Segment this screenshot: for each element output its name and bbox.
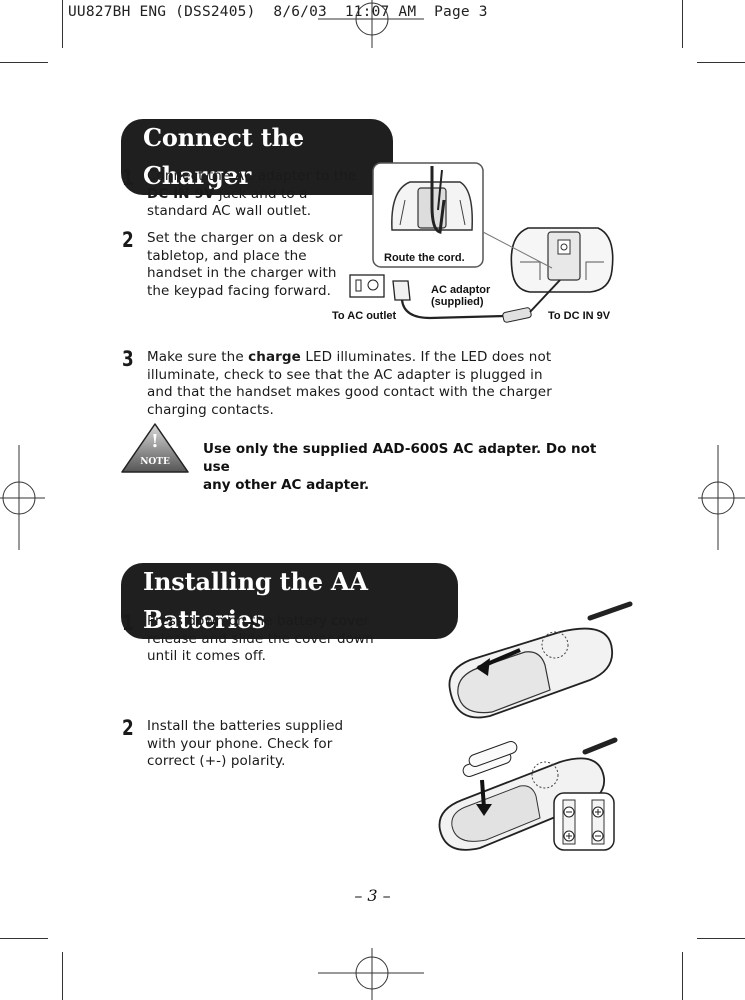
step-line: Install the batteries supplied <box>147 718 344 734</box>
step-line: charging contacts. <box>147 401 274 418</box>
crop-mark <box>697 938 745 939</box>
step-line: Connect the AC adapter to the <box>147 168 357 184</box>
step-line: the keypad facing forward. <box>147 282 332 299</box>
slug-line: UU827BH ENG (DSS2405) 8/6/03 11:07 AM Pa… <box>68 4 488 20</box>
step-line: DC IN 9V jack and to a <box>147 185 308 202</box>
registration-mark-left <box>0 445 45 550</box>
label-route-cord: Route the cord. <box>384 252 465 264</box>
note-exclamation: ! <box>151 431 159 452</box>
step-line: tabletop, and place the <box>147 247 307 264</box>
step-text: Press down on the battery cover release … <box>147 613 397 666</box>
step-line: correct (+-) polarity. <box>147 753 286 769</box>
step-number: 2 <box>122 228 134 252</box>
label-ac-adaptor: AC adaptor (supplied) <box>431 284 491 308</box>
step-line: illuminate, check to see that the AC ada… <box>147 366 543 383</box>
step-line: until it comes off. <box>147 648 266 664</box>
note-line: Use only the supplied AAD-600S AC adapte… <box>203 441 597 475</box>
step-text: Connect the AC adapter to the DC IN 9V j… <box>147 168 387 221</box>
page-number: – 3 – <box>354 886 391 905</box>
crop-mark <box>0 938 48 939</box>
step-text: Set the charger on a desk or tabletop, a… <box>147 230 367 300</box>
label-to-ac-outlet: To AC outlet <box>332 310 397 322</box>
note-label: NOTE <box>140 457 170 467</box>
section-title-charger: Connect the Charger <box>121 119 393 195</box>
bold-term: DC IN 9V <box>147 185 215 202</box>
crop-mark <box>682 0 683 48</box>
step-line: handset in the charger with <box>147 265 337 281</box>
step-line: and that the handset makes good contact … <box>147 384 552 400</box>
step-text: Make sure the charge LED illuminates. If… <box>147 349 607 419</box>
step-number: 1 <box>122 166 134 190</box>
step-line: standard AC wall outlet. <box>147 203 312 219</box>
registration-mark-top <box>318 0 424 48</box>
crop-mark <box>697 62 745 63</box>
bold-term: charge <box>248 349 301 365</box>
note-line: any other AC adapter. <box>203 477 370 493</box>
step-line: Press down on the battery cover <box>147 613 370 629</box>
label-to-dc-in: To DC IN 9V <box>548 310 611 322</box>
crop-mark <box>62 0 63 48</box>
step-text: Install the batteries supplied with your… <box>147 718 377 771</box>
step-number: 2 <box>122 716 134 740</box>
step-line: Set the charger on a desk or <box>147 230 343 246</box>
crop-mark <box>62 952 63 1000</box>
crop-mark <box>682 952 683 1000</box>
step-line: Make sure the charge LED illuminates. If… <box>147 349 552 365</box>
step-number: 1 <box>122 611 134 635</box>
note-text: Use only the supplied AAD-600S AC adapte… <box>203 440 623 494</box>
step-line: release and slide the cover down <box>147 630 374 647</box>
step-number: 3 <box>122 347 134 371</box>
step-line: with your phone. Check for <box>147 735 333 752</box>
section-title-batteries: Installing the AA Batteries <box>121 563 458 639</box>
crop-mark <box>0 62 48 63</box>
